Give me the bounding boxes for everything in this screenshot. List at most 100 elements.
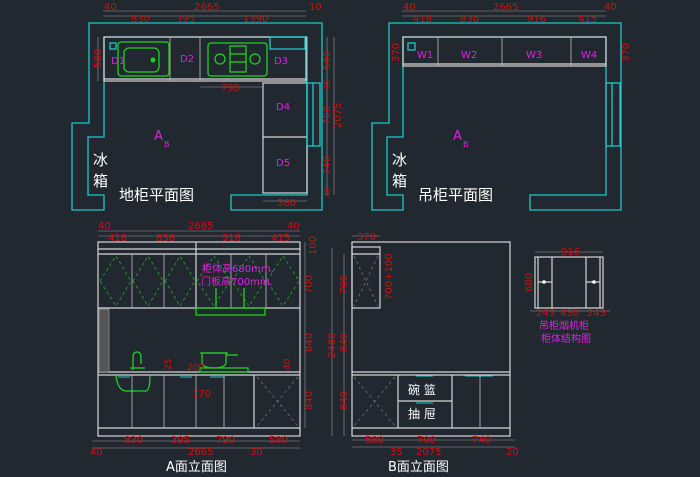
faucet-icon <box>115 351 151 392</box>
cabinet-note: 门板高700mm. <box>201 275 273 288</box>
view-mark-b: B <box>463 140 469 149</box>
elevation-frame <box>351 241 511 437</box>
fridge-label: 箱 <box>93 172 108 190</box>
dimension: 836 <box>460 14 479 25</box>
floor-cabinet-plan: D1 D2 D3 D4 D5 A B 冰 箱 地柜平面图 40 830 2665… <box>71 2 344 211</box>
fridge-label: 箱 <box>392 172 407 190</box>
dimension: 40 <box>104 2 117 13</box>
cabinet-label: D5 <box>276 158 290 169</box>
dimension: 25 <box>164 359 174 370</box>
dimension: 2480 <box>327 333 338 358</box>
dimension: 2665 <box>194 2 219 13</box>
elevation-b: 碗 篮 抽 屉 370 2480 700 840 840 700+100 580… <box>327 232 519 475</box>
dimension: 700 <box>322 106 333 125</box>
dimension: 840 <box>304 391 315 410</box>
cabinet-note: 柜体高680mm, <box>202 262 274 275</box>
window <box>605 82 621 147</box>
cabinet-label: W4 <box>581 50 597 61</box>
dimension: 418 <box>413 14 432 25</box>
dimension: 1390 <box>243 14 268 25</box>
cabinet-label: W1 <box>417 50 433 61</box>
dimension: 790 <box>216 435 235 446</box>
side-counter <box>262 82 308 194</box>
corner-box <box>269 36 306 50</box>
dimension: 418 <box>108 233 127 244</box>
dimension: 20 <box>506 447 519 458</box>
dimension: 40 <box>98 221 111 232</box>
dimension: 680 <box>524 273 535 292</box>
dimension: 700 <box>339 275 350 294</box>
cabinet-label: W3 <box>526 50 542 61</box>
dimension: 840 <box>339 391 350 410</box>
fridge-label: 冰 <box>392 151 407 169</box>
dimension: 415 <box>271 233 290 244</box>
room-wall <box>371 22 622 211</box>
dimension: 40 <box>604 2 617 13</box>
plan-title: 地柜平面图 <box>119 186 194 204</box>
dimension: 700 <box>417 435 436 446</box>
dimension: 395 <box>171 435 190 446</box>
dimension: 740 <box>472 435 491 446</box>
dimension: 370 <box>357 232 376 243</box>
sink-icon <box>117 41 170 77</box>
dimension: 580 <box>322 51 333 70</box>
dimension: 580 <box>365 435 384 446</box>
cabinet-label: D4 <box>276 102 290 113</box>
cabinet-label: D1 <box>111 56 125 67</box>
dimension: 830 <box>124 435 143 446</box>
stove-icon <box>207 42 268 77</box>
dimension: 40 <box>283 358 293 370</box>
hood-cabinet-structure: 916 680 243 430 243 吊柜烟机柜 柜体结构图 <box>524 247 610 345</box>
wall-cabinet-row <box>402 36 607 67</box>
base-counter-top <box>103 36 307 82</box>
backsplash-texture <box>98 308 110 373</box>
pipe-marker <box>109 42 117 50</box>
structure-title: 吊柜烟机柜 <box>539 319 589 332</box>
dimension: 580 <box>93 49 104 68</box>
dimension: 700+100 <box>384 253 395 300</box>
dimension: 916 <box>527 14 546 25</box>
dimension: 415 <box>578 14 597 25</box>
dimension: 840 <box>304 333 315 352</box>
drawer-label: 碗 篮 <box>408 382 436 397</box>
wall-cabinet-doors <box>99 242 300 308</box>
dimension: 830 <box>131 14 150 25</box>
elevation-frame <box>97 241 301 437</box>
view-mark-a: A <box>154 129 163 144</box>
dimension: 243 <box>587 308 606 319</box>
dimension: 840 <box>339 333 350 352</box>
dimension: 790 <box>221 83 240 94</box>
fridge-label: 冰 <box>93 151 108 169</box>
elevation-title: A面立面图 <box>166 460 227 475</box>
wall-cabinet-plan: W1 W2 W3 W4 A B 冰 箱 吊柜平面图 40 418 2665 83… <box>371 2 632 211</box>
pot-icon <box>199 352 249 373</box>
cabinet-label: W2 <box>461 50 477 61</box>
dimension: 40 <box>323 187 332 197</box>
dimension: 395 <box>176 14 195 25</box>
dimension: 40 <box>403 2 416 13</box>
dimension: 35 <box>390 447 403 458</box>
dimension: 35 <box>323 80 332 90</box>
dimension: 430 <box>560 308 579 319</box>
dimension: 40 <box>90 447 103 458</box>
plan-title: 吊柜平面图 <box>418 186 493 204</box>
range-hood-icon <box>195 288 266 316</box>
dimension: 916 <box>561 247 580 258</box>
structure-frame <box>534 256 604 309</box>
dimension: 170 <box>192 389 211 400</box>
dimension: 700 <box>304 275 315 294</box>
cabinet-label: D2 <box>180 54 194 65</box>
base-cabinet-doors <box>118 375 299 428</box>
dimension: 370 <box>391 43 402 62</box>
drawer-label: 抽 屉 <box>408 407 436 421</box>
dimension: 243 <box>536 308 555 319</box>
dimension: 370 <box>621 43 632 62</box>
dimension: 40 <box>287 221 300 232</box>
elevation-a: 柜体高680mm, 门板高700mm. 40 418 2665 836 916 <box>90 221 319 475</box>
room-wall <box>71 22 323 211</box>
dimension: 580 <box>277 198 296 209</box>
dimension: 200 <box>187 363 204 373</box>
dimension: 2665 <box>188 447 213 458</box>
dimension: 916 <box>222 233 241 244</box>
view-mark-b: B <box>164 140 170 149</box>
